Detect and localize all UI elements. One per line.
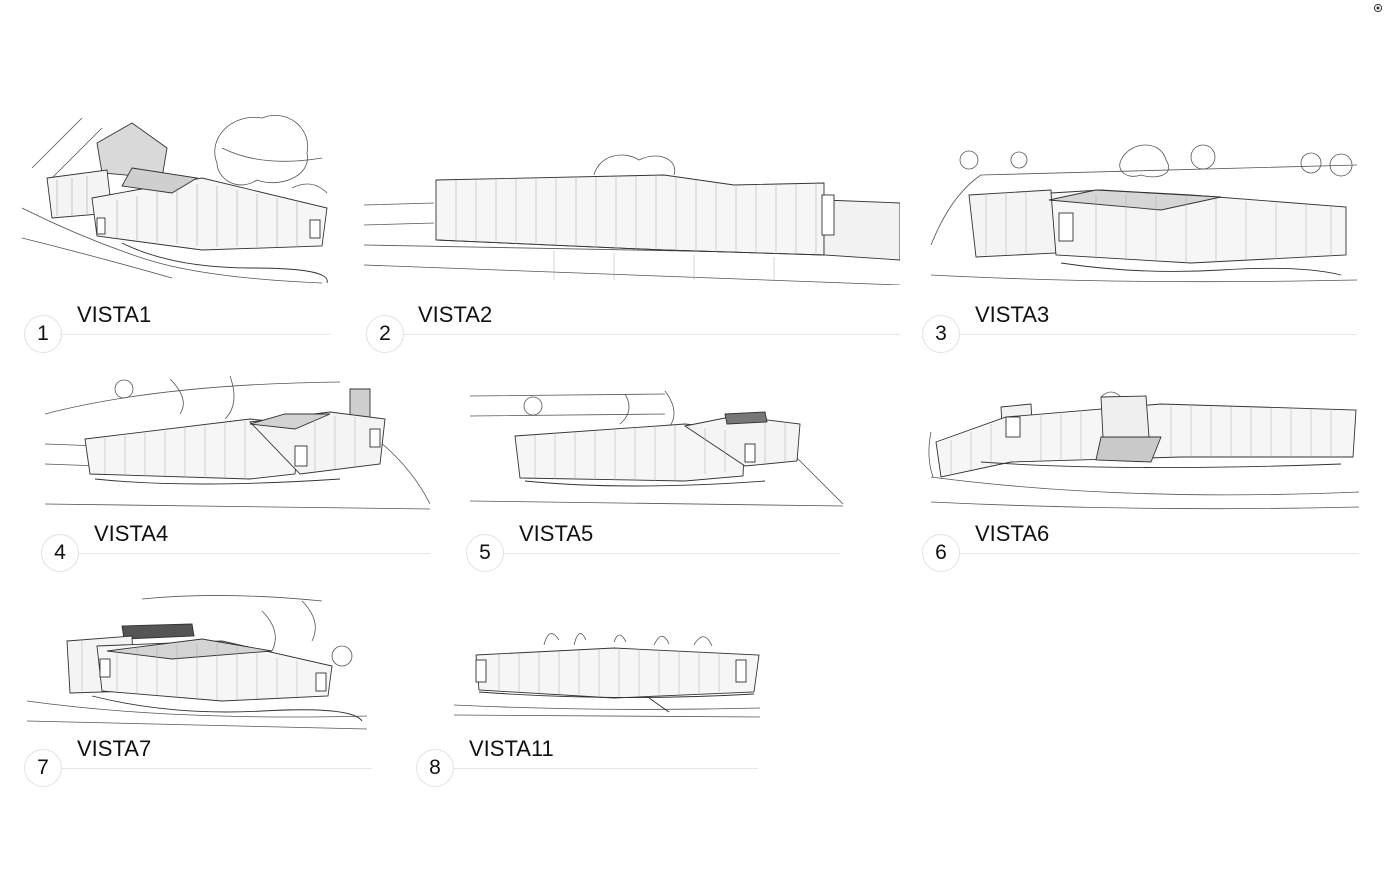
view-divider	[78, 553, 430, 554]
view-divider	[60, 334, 330, 335]
building-sketch-drawing	[453, 633, 760, 718]
view-card[interactable]: VISTA6 6	[921, 382, 1361, 574]
target-dot-icon	[1373, 3, 1383, 13]
view-card[interactable]: VISTA4 4	[40, 374, 432, 574]
view-divider	[454, 768, 758, 769]
view-number-badge: 7	[24, 749, 62, 787]
view-title: VISTA5	[519, 521, 594, 546]
building-sketch-drawing	[364, 154, 900, 285]
building-sketch-drawing	[928, 391, 1359, 510]
view-title: VISTA6	[975, 521, 1050, 546]
view-card[interactable]: VISTA2 2	[364, 145, 904, 358]
view-number-badge: 4	[41, 534, 79, 572]
view-number-badge: 1	[24, 315, 62, 353]
view-title: VISTA3	[975, 302, 1050, 327]
view-number-badge: 3	[922, 315, 960, 353]
view-number-badge: 2	[366, 315, 404, 353]
view-title: VISTA2	[418, 302, 493, 327]
view-title: VISTA7	[77, 736, 152, 761]
view-number-badge: 5	[466, 534, 504, 572]
view-title: VISTA1	[77, 302, 152, 327]
building-sketch-drawing	[22, 115, 328, 284]
view-divider	[60, 768, 372, 769]
view-number-badge: 8	[416, 749, 454, 787]
view-divider	[959, 334, 1357, 335]
view-divider	[959, 553, 1359, 554]
view-divider	[402, 334, 900, 335]
view-number-badge: 6	[922, 534, 960, 572]
building-sketch-drawing	[469, 390, 843, 507]
view-card[interactable]: VISTA1 1	[22, 108, 334, 358]
building-sketch-drawing	[44, 375, 430, 510]
building-sketch-drawing	[930, 144, 1357, 283]
view-card[interactable]: VISTA5 5	[465, 386, 845, 574]
view-card[interactable]: VISTA11 8	[414, 620, 762, 791]
view-title: VISTA11	[469, 736, 554, 761]
building-sketch-drawing	[26, 595, 368, 730]
view-title: VISTA4	[94, 521, 169, 546]
view-card[interactable]: VISTA3 3	[921, 135, 1361, 358]
view-divider	[503, 553, 840, 554]
view-card[interactable]: VISTA7 7	[22, 591, 374, 791]
